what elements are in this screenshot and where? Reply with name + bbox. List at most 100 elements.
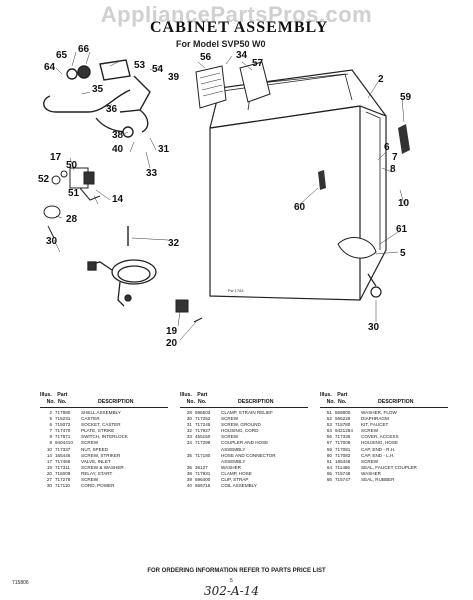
part-number: 717871 bbox=[55, 434, 71, 440]
part-illus-no: 31 bbox=[186, 422, 192, 428]
part-number: 715231 bbox=[55, 416, 71, 422]
callout-20: 20 bbox=[166, 338, 178, 349]
callout-32: 32 bbox=[168, 238, 180, 249]
power-cord-part bbox=[87, 259, 157, 307]
part-description: CAP, END - R.H. bbox=[361, 446, 396, 452]
part-illus-no: 30 bbox=[46, 483, 52, 489]
part-description: SCREW & WASHER bbox=[81, 464, 124, 470]
part-illus-no: 6 bbox=[49, 422, 52, 428]
part-illus-no: 57 bbox=[326, 440, 332, 446]
part-number: 717252 bbox=[195, 416, 211, 422]
part-illus-no: 56 bbox=[326, 434, 332, 440]
callout-28: 28 bbox=[66, 214, 78, 225]
callout-52: 52 bbox=[38, 174, 50, 185]
part-description: CLAMP, STRAIN RELIEF bbox=[221, 410, 273, 415]
callout-60: 60 bbox=[294, 202, 306, 213]
callout-30: 30 bbox=[46, 236, 58, 247]
part-description: COUPLER AND HOSE bbox=[221, 440, 269, 446]
part-number: 566226 bbox=[335, 416, 351, 422]
part-illus-no: 34 bbox=[186, 440, 192, 446]
part-illus-no: 19 bbox=[46, 464, 52, 470]
handwritten-note: 302-A-14 bbox=[204, 584, 259, 598]
table-row: ASSEMBLY bbox=[180, 447, 308, 453]
part-number: 9404410 bbox=[55, 440, 73, 446]
callout-7: 7 bbox=[392, 152, 398, 163]
part-number: 455150 bbox=[195, 434, 211, 440]
part-description: SOCKET, CASTER bbox=[81, 422, 121, 428]
part-number: 717470 bbox=[55, 428, 71, 434]
part-number: 717336 bbox=[335, 434, 351, 440]
part-description: ASSEMBLY bbox=[221, 458, 246, 464]
part-illus-no: 53 bbox=[326, 422, 332, 428]
part-illus-no: 10 bbox=[46, 446, 52, 452]
cabinet-shell bbox=[209, 69, 387, 301]
part-illus-no: 54 bbox=[326, 428, 332, 434]
leader-lines bbox=[53, 51, 405, 341]
caster-part bbox=[337, 237, 382, 298]
part-description: PLATE, STRIKE bbox=[81, 428, 115, 434]
part-description: SCREW bbox=[81, 477, 99, 483]
part-description: CLAMP, HOSE bbox=[221, 470, 252, 476]
part-number: 717110 bbox=[55, 483, 70, 489]
callout-50: 50 bbox=[66, 160, 78, 171]
callout-56: 56 bbox=[200, 52, 212, 63]
page-title: CABINET ASSEMBLY bbox=[150, 19, 329, 36]
part-description: SEAL, RUBBER bbox=[361, 477, 395, 483]
callout-57: 57 bbox=[252, 58, 264, 69]
part-illus-no: 30 bbox=[186, 416, 192, 422]
part-description: CASTER bbox=[81, 416, 100, 422]
part-illus-no: 32 bbox=[186, 428, 192, 434]
part-number: 596400 bbox=[195, 477, 211, 483]
part-illus-no: 40 bbox=[186, 483, 192, 489]
part-description: DIAPHRAGM bbox=[361, 416, 389, 422]
end-cap-lh-part bbox=[318, 170, 326, 190]
part-illus-no: 60 bbox=[326, 452, 332, 458]
part-illus-no: 27 bbox=[46, 477, 52, 483]
part-description: SEAL, FAUCET COUPLER bbox=[361, 464, 417, 470]
part-description: HOUSING, HOSE bbox=[361, 440, 399, 446]
part-illus-no: 52 bbox=[326, 416, 332, 422]
part-description: COVER, ACCESS bbox=[361, 434, 399, 440]
callout-8: 8 bbox=[390, 164, 396, 175]
callout-10: 10 bbox=[398, 198, 410, 209]
callout-30b: 30 bbox=[368, 322, 380, 333]
part-illus-no: 33 bbox=[186, 434, 192, 440]
part-description: SCREW bbox=[221, 416, 239, 422]
part-number: 717337 bbox=[55, 446, 71, 452]
callout-17: 17 bbox=[50, 152, 62, 163]
part-description: KIT, FAUCET bbox=[361, 422, 389, 428]
part-illus-no: 64 bbox=[326, 464, 332, 470]
part-illus-no: 35 bbox=[186, 452, 192, 458]
part-description: NUT, SPEED bbox=[81, 446, 109, 452]
callout-64: 64 bbox=[44, 62, 56, 73]
part-description: SCREW bbox=[81, 440, 99, 446]
callout-59: 59 bbox=[400, 92, 412, 103]
part-illus-no: 20 bbox=[46, 470, 52, 476]
part-description: SCREW, GROUND bbox=[221, 422, 261, 428]
part-number: 717311 bbox=[55, 464, 70, 470]
callout-61: 61 bbox=[396, 224, 408, 235]
part-description: SCREW bbox=[221, 434, 239, 440]
part-illus-no: 28 bbox=[186, 410, 192, 415]
